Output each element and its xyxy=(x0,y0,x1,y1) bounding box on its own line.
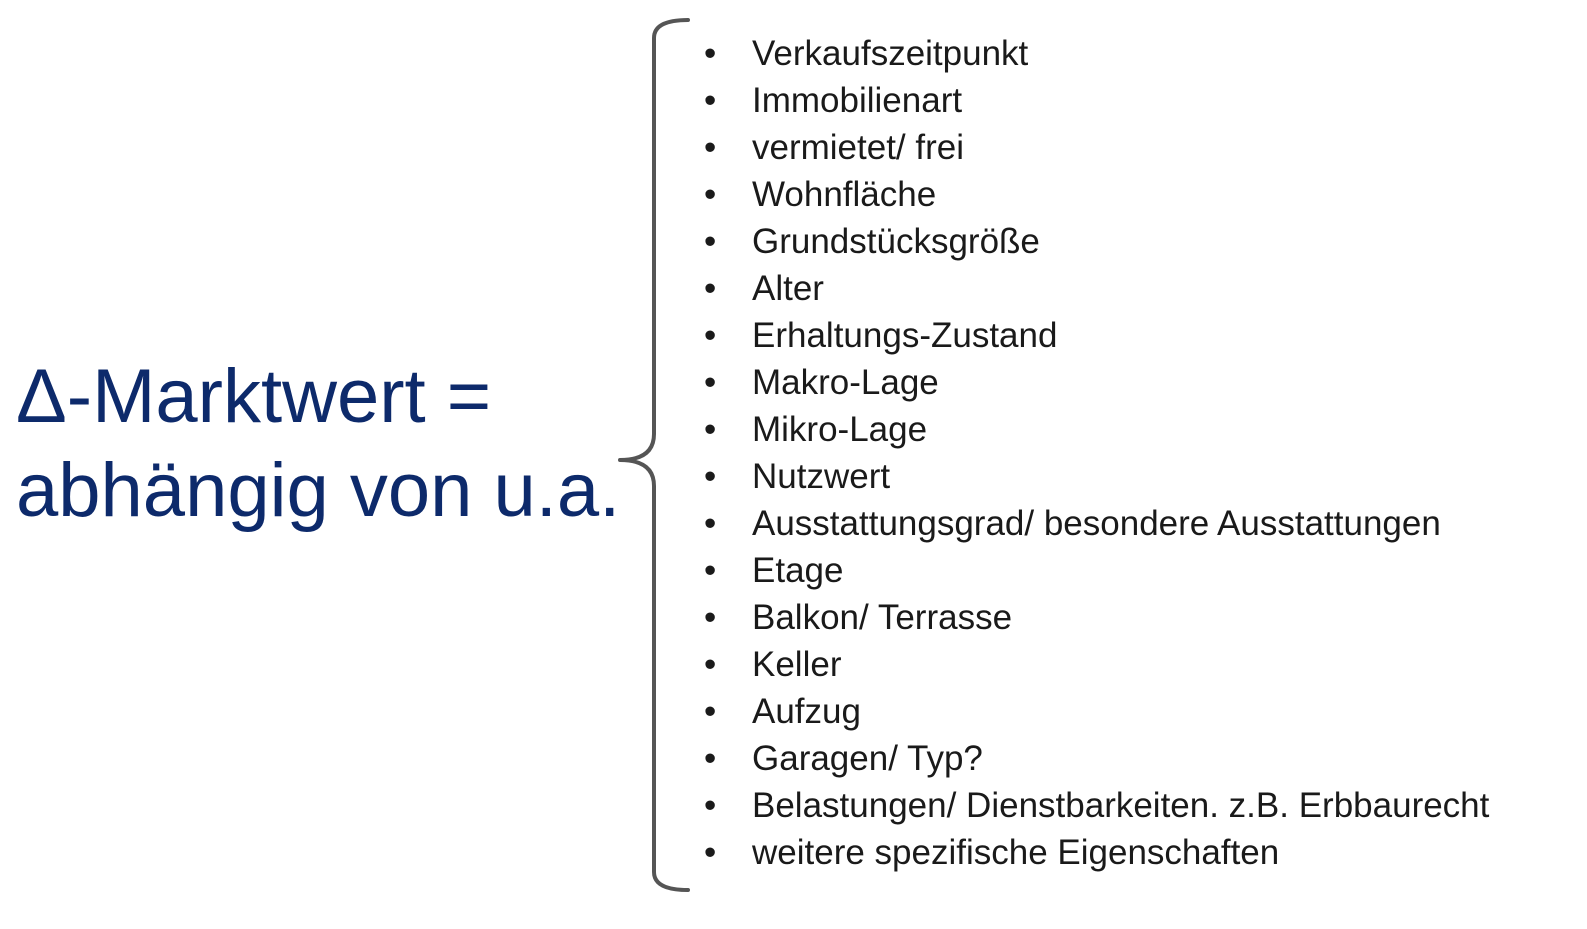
bullet-icon: • xyxy=(704,739,717,778)
bullet-icon: • xyxy=(704,222,717,261)
heading-line-1: Δ-Marktwert = xyxy=(16,354,492,439)
list-item: • Immobilienart xyxy=(700,77,1489,124)
bullet-icon: • xyxy=(704,692,717,731)
bullet-icon: • xyxy=(704,598,717,637)
list-item: • Belastungen/ Dienstbarkeiten. z.B. Erbb… xyxy=(700,782,1489,829)
list-item: • Garagen/ Typ? xyxy=(700,735,1489,782)
list-item: • Wohnfläche xyxy=(700,171,1489,218)
list-item: • Nutzwert xyxy=(700,453,1489,500)
list-item: • Verkaufszeitpunkt xyxy=(700,30,1489,77)
list-item: • weitere spezifische Eigenschaften xyxy=(700,829,1489,876)
bullet-icon: • xyxy=(704,269,717,308)
bullet-icon: • xyxy=(704,833,717,872)
list-item-label: vermietet/ frei xyxy=(752,128,964,167)
list-item: • vermietet/ frei xyxy=(700,124,1489,171)
list-item-label: Nutzwert xyxy=(752,457,891,496)
factor-list: • Verkaufszeitpunkt • Immobilienart • vermiet… xyxy=(700,30,1489,876)
bullet-icon: • xyxy=(704,786,717,825)
bullet-icon: • xyxy=(704,363,717,402)
bullet-icon: • xyxy=(704,457,717,496)
list-item-label: Ausstattungsgrad/ besondere Ausstattunge… xyxy=(752,504,1441,543)
list-item-label: Keller xyxy=(752,645,842,684)
list-item-label: Garagen/ Typ? xyxy=(752,739,983,778)
bullet-icon: • xyxy=(704,551,717,590)
list-item: • Etage xyxy=(700,547,1489,594)
list-item-label: Wohnfläche xyxy=(752,175,937,214)
list-item: • Grundstücksgröße xyxy=(700,218,1489,265)
bullet-icon: • xyxy=(704,645,717,684)
list-item: • Alter xyxy=(700,265,1489,312)
list-item-label: Grundstücksgröße xyxy=(752,222,1040,261)
list-item-label: Verkaufszeitpunkt xyxy=(752,34,1029,73)
list-item-label: Alter xyxy=(752,269,824,308)
heading: Δ-Marktwert = abhängig von u.a. xyxy=(16,350,620,538)
bullet-icon: • xyxy=(704,81,717,120)
list-item-label: Immobilienart xyxy=(752,81,963,120)
list-item: • Keller xyxy=(700,641,1489,688)
curly-brace-icon xyxy=(618,18,690,892)
list-item-label: Belastungen/ Dienstbarkeiten. z.B. Erbba… xyxy=(752,786,1490,825)
bullet-icon: • xyxy=(704,175,717,214)
bullet-icon: • xyxy=(704,504,717,543)
list-item-label: weitere spezifische Eigenschaften xyxy=(752,833,1280,872)
bullet-icon: • xyxy=(704,316,717,355)
list-item: • Makro-Lage xyxy=(700,359,1489,406)
list-item-label: Etage xyxy=(752,551,844,590)
bullet-icon: • xyxy=(704,34,717,73)
list-item-label: Erhaltungs-Zustand xyxy=(752,316,1058,355)
list-item: • Mikro-Lage xyxy=(700,406,1489,453)
list-item-label: Aufzug xyxy=(752,692,861,731)
list-item-label: Balkon/ Terrasse xyxy=(752,598,1013,637)
list-item: • Ausstattungsgrad/ besondere Ausstattung… xyxy=(700,500,1489,547)
bullet-icon: • xyxy=(704,410,717,449)
list-item: • Aufzug xyxy=(700,688,1489,735)
bullet-icon: • xyxy=(704,128,717,167)
list-item: • Erhaltungs-Zustand xyxy=(700,312,1489,359)
heading-line-2: abhängig von u.a. xyxy=(16,448,621,533)
list-item-label: Mikro-Lage xyxy=(752,410,928,449)
list-item-label: Makro-Lage xyxy=(752,363,939,402)
list-item: • Balkon/ Terrasse xyxy=(700,594,1489,641)
